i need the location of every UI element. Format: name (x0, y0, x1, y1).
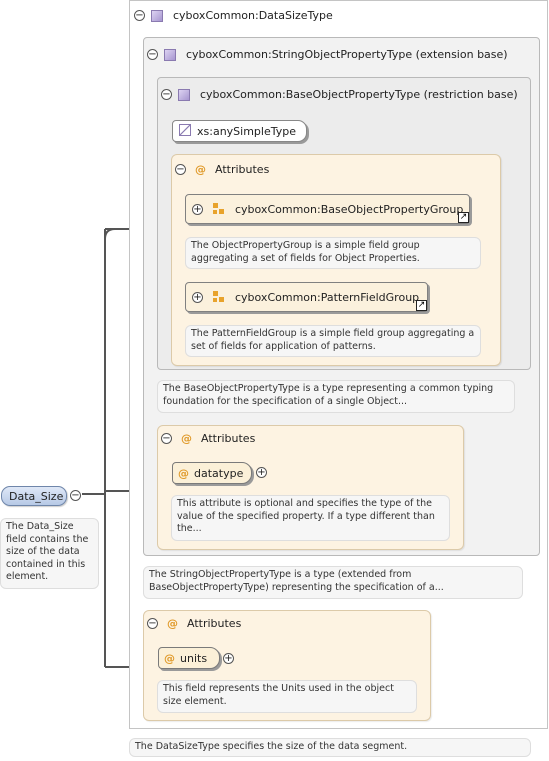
attribute-icon: @ (164, 651, 175, 665)
group-name: cyboxCommon:BaseObjectPropertyGroup (235, 202, 464, 216)
expand-icon[interactable] (223, 653, 234, 664)
expand-icon[interactable] (192, 291, 203, 303)
external-link-icon[interactable]: ↗ (416, 300, 427, 311)
complex-type-icon (178, 88, 190, 101)
collapse-icon[interactable] (147, 618, 158, 629)
collapse-icon[interactable] (175, 164, 186, 175)
attribute-units[interactable]: @ units (158, 647, 220, 669)
complex-type-icon (164, 48, 176, 61)
attribute-description: This attribute is optional and specifies… (171, 495, 450, 541)
attributes-header[interactable]: @ Attributes (147, 617, 241, 630)
attribute-icon: @ (181, 432, 192, 445)
extension-description: The StringObjectPropertyType is a type (… (143, 566, 523, 599)
simple-type-box[interactable]: xs:anySimpleType (172, 120, 307, 142)
attribute-name: units (180, 651, 208, 665)
simple-type-icon (179, 123, 191, 139)
type-name: cyboxCommon:DataSizeType (173, 9, 333, 22)
element-description: The Data_Size field contains the size of… (0, 518, 99, 589)
expand-icon[interactable] (256, 467, 267, 478)
attribute-icon: @ (195, 163, 206, 176)
attribute-description: This field represents the Units used in … (157, 680, 417, 713)
attribute-group-base-object-property[interactable]: cyboxCommon:BaseObjectPropertyGroup (185, 194, 470, 224)
complex-type-icon (151, 9, 163, 22)
group-description: The PatternFieldGroup is a simple field … (185, 325, 481, 357)
collapse-icon[interactable] (161, 89, 172, 100)
extension-name: cyboxCommon:StringObjectPropertyType (ex… (186, 48, 508, 61)
attributes-header[interactable]: @ Attributes (175, 163, 269, 176)
collapse-icon[interactable] (161, 433, 172, 444)
attribute-name: datatype (194, 466, 244, 480)
type-header[interactable]: cyboxCommon:DataSizeType (134, 9, 333, 22)
attribute-group-pattern-field[interactable]: cyboxCommon:PatternFieldGroup (185, 282, 428, 312)
collapse-icon[interactable] (70, 490, 81, 501)
attributes-header[interactable]: @ Attributes (161, 432, 255, 445)
restriction-header[interactable]: cyboxCommon:BaseObjectPropertyType (rest… (161, 88, 518, 101)
attribute-group-icon (213, 203, 225, 215)
attributes-label: Attributes (201, 432, 256, 445)
type-description: The DataSizeType specifies the size of t… (129, 738, 531, 757)
element-name: Data_Size (9, 489, 64, 503)
external-link-icon[interactable]: ↗ (458, 212, 469, 223)
attributes-label: Attributes (215, 163, 270, 176)
attribute-icon: @ (167, 617, 178, 630)
restriction-description: The BaseObjectPropertyType is a type rep… (157, 380, 515, 413)
restriction-name: cyboxCommon:BaseObjectPropertyType (rest… (200, 88, 518, 101)
extension-header[interactable]: cyboxCommon:StringObjectPropertyType (ex… (147, 48, 508, 61)
attribute-datatype[interactable]: @ datatype (172, 462, 252, 484)
attribute-icon: @ (178, 466, 189, 480)
attributes-label: Attributes (187, 617, 242, 630)
group-description: The ObjectPropertyGroup is a simple fiel… (185, 237, 481, 269)
expand-icon[interactable] (192, 203, 203, 215)
collapse-icon[interactable] (147, 49, 158, 60)
group-name: cyboxCommon:PatternFieldGroup (235, 290, 420, 304)
simple-type-name: xs:anySimpleType (197, 124, 296, 138)
collapse-icon[interactable] (134, 10, 145, 21)
element-data-size[interactable]: Data_Size (1, 486, 67, 506)
attribute-group-icon (213, 291, 225, 303)
